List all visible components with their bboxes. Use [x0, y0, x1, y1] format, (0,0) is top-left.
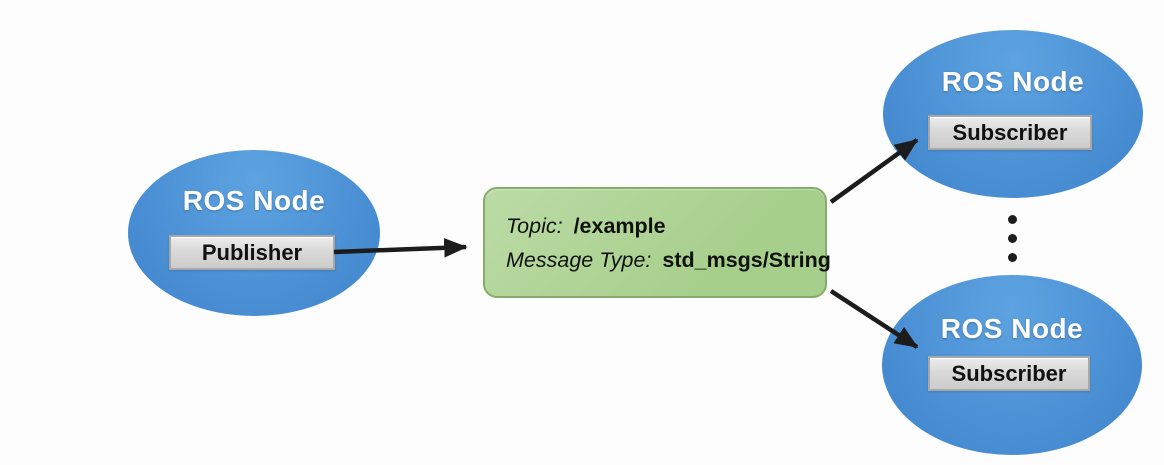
publisher-node-title: ROS Node: [182, 185, 326, 216]
subscriber-1-role-label: Subscriber: [952, 119, 1068, 145]
message-type-label: Message Type:: [506, 247, 652, 272]
message-type-line: Message Type: std_msgs/String: [506, 243, 831, 277]
subscriber-1-role-box: Subscriber: [928, 115, 1092, 150]
topic-line: Topic: /example: [506, 209, 825, 243]
subscriber-node-2-title: ROS Node: [940, 313, 1084, 344]
subscriber-node-1-ellipse: ROS Node: [883, 30, 1143, 198]
subscriber-node-1-title: ROS Node: [941, 66, 1085, 97]
ellipsis-dot: [1008, 234, 1017, 243]
ellipsis-dot: [1008, 215, 1017, 224]
publisher-node-ellipse: ROS Node: [128, 150, 380, 316]
subscriber-2-role-label: Subscriber: [951, 360, 1067, 386]
subscriber-node-2-ellipse: ROS Node: [882, 275, 1142, 455]
ellipsis-dot: [1008, 253, 1017, 262]
publisher-role-label: Publisher: [201, 239, 303, 265]
topic-label: Topic:: [506, 213, 563, 238]
subscriber-2-role-box: Subscriber: [928, 356, 1090, 391]
message-type-value: std_msgs/String: [662, 247, 831, 272]
topic-value: /example: [573, 213, 666, 238]
more-subscribers-ellipsis: [1008, 215, 1017, 262]
topic-box: Topic: /example Message Type: std_msgs/Str…: [483, 187, 831, 298]
publisher-role-box: Publisher: [169, 235, 335, 270]
